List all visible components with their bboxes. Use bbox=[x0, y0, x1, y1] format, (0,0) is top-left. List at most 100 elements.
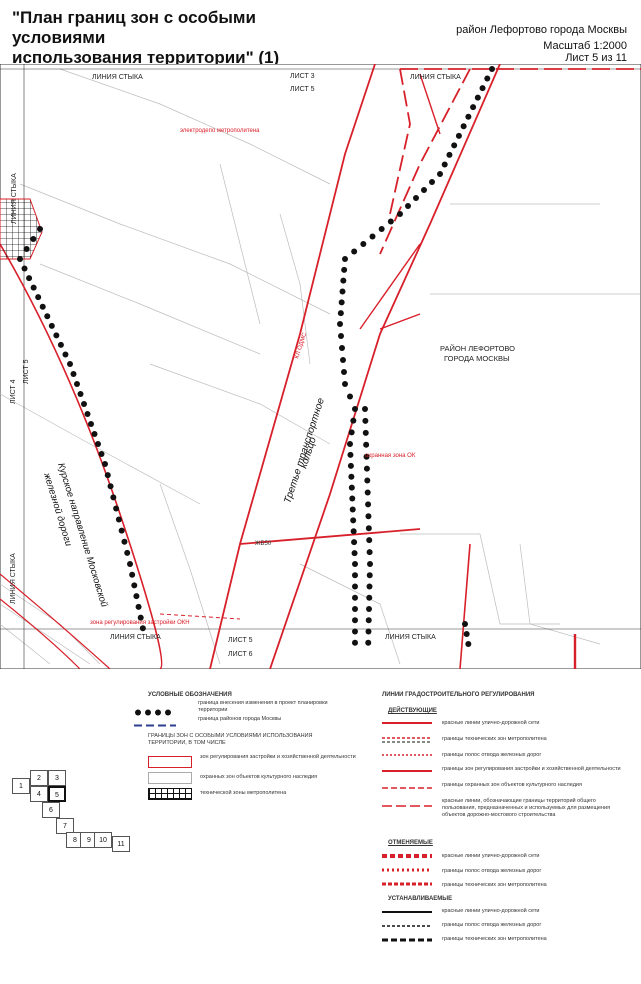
boundary-dot bbox=[362, 406, 368, 412]
boundary-dot bbox=[348, 473, 355, 480]
legend-zones-title: ГРАНИЦЫ ЗОН С ОСОБЫМИ УСЛОВИЯМИ ИСПОЛЬЗО… bbox=[148, 733, 348, 747]
sheet-index-10: 10 bbox=[94, 832, 112, 848]
join-line-label-left-2: ЛИНИЯ СТЫКА bbox=[10, 553, 17, 604]
boundary-dot bbox=[455, 132, 462, 139]
boundary-dot bbox=[352, 406, 358, 412]
boundary-dot bbox=[365, 628, 372, 635]
boundary-dot bbox=[139, 625, 146, 632]
legend-item-1: граница внесения изменения в проект план… bbox=[198, 700, 328, 713]
boundary-dot bbox=[429, 179, 435, 185]
boundary-dot bbox=[337, 310, 344, 317]
boundary-dot bbox=[451, 142, 458, 149]
boundary-dot bbox=[131, 582, 138, 589]
district-header: район Лефортово города Москвы bbox=[456, 24, 627, 36]
boundary-dot bbox=[369, 233, 376, 240]
legend-swatch-dots bbox=[134, 703, 176, 716]
title-line-1: "План границ зон с особыми условиями bbox=[12, 8, 256, 47]
boundary-dot bbox=[347, 393, 353, 400]
legend-zones-title-1: ГРАНИЦЫ ЗОН С ОСОБЫМИ УСЛОВИЯМИ ИСПОЛЬЗО… bbox=[148, 733, 313, 739]
boundary-dot bbox=[350, 528, 357, 535]
legend-established-title: УСТАНАВЛИВАЕМЫЕ bbox=[388, 896, 453, 902]
boundary-dot bbox=[347, 462, 354, 469]
boundary-dot bbox=[70, 371, 77, 377]
red-line-short bbox=[419, 73, 441, 135]
boundary-dot bbox=[349, 495, 356, 502]
boundary-dot bbox=[339, 345, 345, 351]
boundary-dot bbox=[352, 594, 358, 601]
boundary-dot bbox=[104, 472, 111, 479]
legend-active-6: красные линии, обозначающие границы терр… bbox=[442, 798, 611, 818]
join-line-label-bottom-left: ЛИНИЯ СТЫКА bbox=[110, 634, 161, 641]
district-label-2: ГОРОДА МОСКВЫ bbox=[444, 354, 510, 363]
boundary-dot bbox=[352, 639, 358, 646]
boundary-dot bbox=[67, 361, 73, 367]
zone-reg-label: зона регулирования застройки ОКН bbox=[90, 619, 190, 626]
boundary-dot bbox=[351, 539, 358, 546]
boundary-dot bbox=[387, 218, 394, 225]
boundary-dot bbox=[348, 484, 355, 491]
legend-active-swatches bbox=[382, 722, 432, 807]
boundary-dot bbox=[23, 246, 30, 252]
boundary-dot bbox=[352, 572, 358, 579]
ok-zone-label: охранная зона ОК bbox=[365, 453, 416, 459]
legend-active-4: границы зон регулирования застройки и хо… bbox=[442, 766, 621, 772]
boundary-dot bbox=[107, 483, 114, 490]
legend-swatch-metro-zone bbox=[148, 788, 192, 800]
boundary-dot bbox=[352, 561, 358, 567]
boundary-dot bbox=[338, 299, 345, 306]
boundary-dot bbox=[48, 322, 55, 329]
map-canvas: ЛИНИЯ СТЫКА ЛИНИЯ СТЫКА ЛИСТ 3 ЛИСТ 5 ЛИ… bbox=[0, 64, 641, 669]
boundary-dot bbox=[352, 583, 358, 590]
legend-zone-3: технической зоны метрополитена bbox=[200, 790, 287, 796]
map-title: "План границ зон с особыми условиями исп… bbox=[12, 8, 342, 68]
boundary-dot bbox=[363, 441, 370, 448]
railway-red-line-2 bbox=[0, 573, 111, 669]
boundary-dot bbox=[367, 561, 373, 567]
boundary-dot bbox=[135, 603, 142, 610]
boundary-dot bbox=[479, 85, 486, 92]
legend-active-2: границы технических зон метрополитена bbox=[442, 736, 547, 742]
boundary-dot bbox=[137, 614, 144, 621]
boundary-dot bbox=[88, 421, 94, 427]
legend-active-3: границы полос отвода железных дорог bbox=[442, 752, 542, 758]
boundary-dot bbox=[366, 594, 373, 601]
boundary-dot bbox=[348, 429, 355, 436]
boundary-dot bbox=[341, 369, 347, 375]
legend-active-5: границы охранных зон объектов культурног… bbox=[442, 782, 582, 788]
boundary-dot bbox=[53, 332, 60, 339]
boundary-dot bbox=[460, 123, 467, 130]
boundary-dot bbox=[127, 561, 133, 567]
boundary-dot bbox=[470, 104, 477, 111]
legend-cancelled-swatches bbox=[382, 854, 432, 886]
boundary-dot bbox=[363, 465, 370, 472]
join-line-label-top-right: ЛИНИЯ СТЫКА bbox=[410, 74, 461, 81]
boundary-dot bbox=[342, 256, 348, 262]
boundary-dot bbox=[366, 549, 373, 556]
boundary-dot bbox=[360, 241, 367, 247]
legend-established-3: границы технических зон метрополитена bbox=[442, 936, 547, 942]
boundary-dot bbox=[30, 236, 37, 242]
title-line-2: использования территории" (1) bbox=[12, 48, 280, 67]
boundary-dot bbox=[91, 431, 98, 437]
base-map-lines bbox=[0, 68, 640, 665]
red-line-cross bbox=[239, 528, 421, 545]
ttk-red-line-right bbox=[269, 64, 501, 669]
boundary-dot bbox=[74, 381, 80, 387]
boundary-dot bbox=[365, 525, 372, 532]
district-label-1: РАЙОН ЛЕФОРТОВО bbox=[440, 344, 515, 353]
sheet6-label: ЛИСТ 6 bbox=[228, 651, 253, 658]
boundary-dot bbox=[366, 572, 373, 579]
boundary-dot bbox=[437, 171, 443, 177]
boundary-dot bbox=[365, 501, 372, 508]
legend-swatch-ok-zone bbox=[148, 772, 192, 784]
boundary-dot bbox=[340, 357, 346, 363]
boundary-dot bbox=[350, 417, 357, 424]
boundary-dot bbox=[463, 631, 470, 637]
legend-title: УСЛОВНЫЕ ОБОЗНАЧЕНИЯ bbox=[148, 692, 232, 698]
legend-zones-title-2: ТЕРРИТОРИИ, В ТОМ ЧИСЛЕ bbox=[148, 740, 226, 746]
boundary-dot bbox=[441, 161, 448, 168]
boundary-dot bbox=[362, 429, 369, 436]
boundary-dot bbox=[351, 248, 358, 255]
boundary-dot bbox=[57, 341, 64, 348]
sheet5-label-bottom: ЛИСТ 5 bbox=[228, 637, 253, 644]
